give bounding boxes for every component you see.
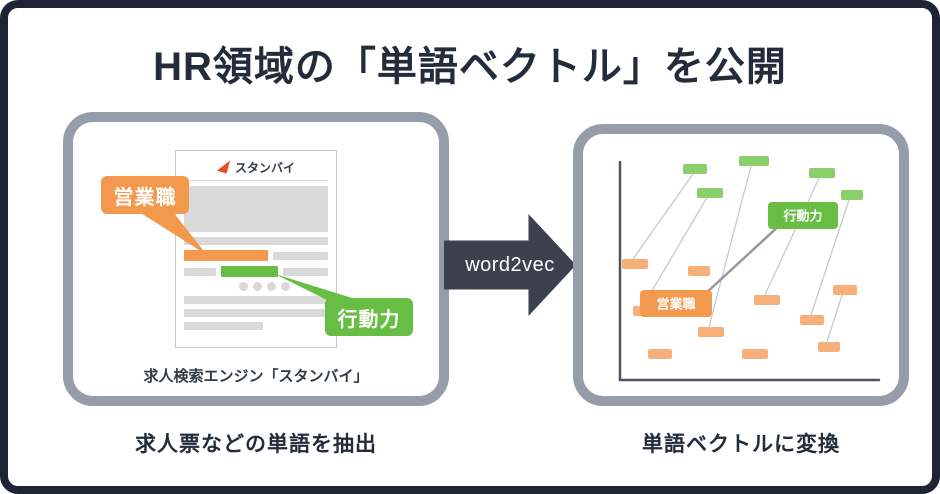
drive-word-label: 行動力 bbox=[337, 308, 401, 331]
word2vec-arrow: word2vec bbox=[444, 214, 576, 316]
stanby-logo-icon bbox=[216, 160, 230, 174]
doc-text-bar bbox=[184, 322, 264, 330]
doc-text-bar bbox=[184, 296, 328, 304]
doc-text-bar bbox=[283, 267, 328, 276]
doc-image-placeholder bbox=[184, 186, 328, 232]
doc-dot bbox=[266, 282, 276, 291]
doc-divider bbox=[184, 180, 328, 181]
stanby-logo: スタンバイ bbox=[184, 159, 328, 175]
svg-text:営業職: 営業職 bbox=[656, 297, 695, 312]
doc-dot bbox=[252, 282, 262, 291]
doc-row-highlight-orange bbox=[184, 250, 328, 261]
drive-word-badge: 行動力 bbox=[325, 298, 413, 336]
doc-text-bar bbox=[272, 251, 328, 260]
job-posting-document: スタンバイ bbox=[175, 150, 337, 348]
doc-dot bbox=[280, 282, 290, 291]
right-step-caption: 単語ベクトルに変換 bbox=[642, 433, 840, 456]
doc-row-highlight-green bbox=[184, 266, 328, 277]
highlighted-word-sales-bar bbox=[184, 250, 268, 261]
svg-text:行動力: 行動力 bbox=[782, 209, 822, 224]
doc-text-bar bbox=[184, 309, 328, 317]
left-step-caption: 求人票などの単語を抽出 bbox=[135, 433, 377, 456]
left-panel: スタンバイ bbox=[63, 112, 449, 406]
doc-text-bar bbox=[184, 267, 216, 276]
page-title: HR領域の「単語ベクトル」を公開 bbox=[153, 45, 787, 89]
highlighted-word-drive-bar bbox=[220, 266, 279, 277]
doc-text-bar bbox=[184, 237, 328, 245]
sales-word-badge: 営業職 bbox=[101, 176, 189, 214]
search-engine-caption: 求人検索エンジン「スタンバイ」 bbox=[143, 368, 369, 385]
stanby-logo-text: スタンバイ bbox=[234, 160, 295, 175]
doc-dots-row bbox=[238, 282, 328, 291]
right-panel: 行動力営業職 bbox=[573, 124, 909, 406]
word2vec-label: word2vec bbox=[465, 253, 555, 276]
sales-word-label: 営業職 bbox=[113, 186, 177, 209]
doc-dot bbox=[238, 282, 248, 291]
